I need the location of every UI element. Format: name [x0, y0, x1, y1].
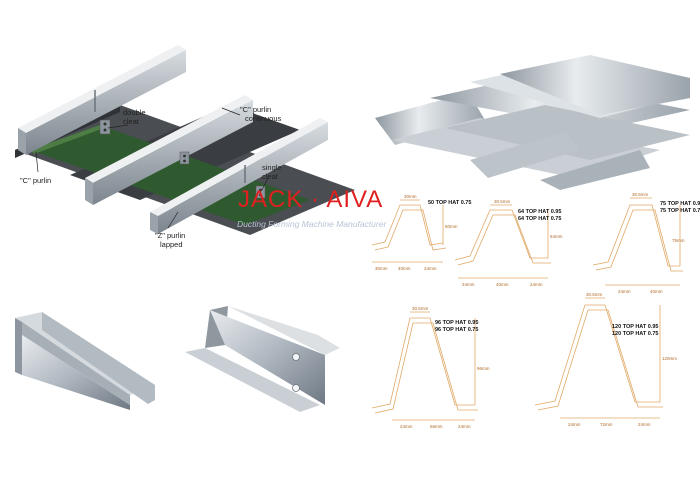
dim-label: 24mm: [458, 424, 471, 429]
dim-label: 40mm: [650, 289, 663, 294]
z-purlin-photo: [185, 306, 340, 412]
top-hat-75-profile: [592, 197, 683, 286]
top-hat-64-title-line2: 64 TOP HAT 0.75: [518, 216, 561, 222]
c-purlin-continuous-label-line1: "C" purlin: [240, 105, 271, 114]
c-purlin-continuous-label-line2: continuous: [245, 114, 282, 123]
top-hat-96-title-line2: 96 TOP HAT 0.75: [435, 327, 478, 333]
dimension-labels: 30mm 50mm 30mm 40mm 24mm 30.5mm 64mm 24m…: [375, 192, 685, 429]
single-cleat: [255, 185, 266, 199]
dim-label: 40mm: [398, 266, 411, 271]
c-purlin-continuous-label: "C" purlin continuous: [240, 105, 282, 123]
dim-label: 56mm: [430, 424, 443, 429]
dim-label: 24mm: [462, 282, 475, 287]
top-hat-120-title-line1: 120 TOP HAT 0.95: [612, 324, 658, 330]
dim-label: 30.5mm: [494, 199, 511, 204]
dim-label: 30.5mm: [586, 292, 603, 297]
z-purlin-lapped-label-line1: "Z" purlin: [155, 231, 185, 240]
single-cleat-label-line2: cleat: [262, 172, 279, 181]
c-purlin-label: "C" purlin: [20, 176, 51, 185]
top-hat-50-title: 50 TOP HAT 0.75: [428, 200, 471, 206]
dim-label: 64mm: [550, 234, 563, 239]
top-hat-75-title-line2: 75 TOP HAT 0.75: [660, 208, 700, 214]
top-hat-profiles: [371, 197, 683, 421]
top-hat-75-title-line1: 75 TOP HAT 0.95: [660, 201, 700, 207]
single-cleat-label-line1: single: [262, 163, 282, 172]
dim-label: 120mm: [662, 356, 677, 361]
dim-label: 72mm: [600, 422, 613, 427]
top-hat-50-profile: [371, 199, 447, 263]
dim-label: 75mm: [672, 238, 685, 243]
top-hat-64-profile: [454, 204, 551, 279]
c-purlin-continuous: [85, 95, 253, 205]
top-hat-75-title: 75 TOP HAT 0.95 75 TOP HAT 0.75: [660, 201, 700, 214]
double-cleat-label-line2: cleat: [123, 117, 140, 126]
dim-label: 96mm: [477, 366, 490, 371]
dim-label: 30mm: [375, 266, 388, 271]
top-hat-120-title: 120 TOP HAT 0.95 120 TOP HAT 0.75: [612, 324, 660, 337]
dim-label: 24mm: [618, 289, 631, 294]
dim-label: 24mm: [530, 282, 543, 287]
top-hat-96-title-line1: 96 TOP HAT 0.95: [435, 320, 478, 326]
z-purlin-lapped: [150, 118, 328, 234]
c-purlin-left: [18, 45, 186, 155]
top-hat-96-profile: [371, 311, 478, 421]
z-purlin-lapped-label-line2: lapped: [160, 240, 183, 249]
double-cleat-label-line1: double: [123, 108, 146, 117]
dim-label: 50mm: [445, 224, 458, 229]
brand-tagline: Ducting Forming Machine Manufacturer: [237, 219, 387, 229]
purlin-structure-diagram: double cleat "C" purlin continuous "C" p…: [15, 45, 355, 249]
single-cleat-label: single cleat: [262, 163, 284, 181]
dim-label: 40mm: [496, 282, 509, 287]
double-cleat: [99, 119, 111, 135]
top-hat-64-title-line1: 64 TOP HAT 0.95: [518, 209, 561, 215]
dim-label: 24mm: [400, 424, 413, 429]
top-hat-64-title: 64 TOP HAT 0.95 64 TOP HAT 0.75: [518, 209, 563, 222]
double-cleat-label: double cleat: [123, 108, 148, 126]
z-purlin-lapped-label: "Z" purlin lapped: [155, 231, 187, 249]
cleat: [179, 151, 190, 165]
top-hat-120-profile: [534, 297, 663, 419]
dim-label: 30.5mm: [632, 192, 649, 197]
green-deck: [30, 125, 310, 225]
c-channel-photo: [15, 312, 155, 410]
dim-label: 24mm: [638, 422, 651, 427]
dim-label: 30.5mm: [412, 306, 429, 311]
top-hat-120-title-line2: 120 TOP HAT 0.75: [612, 331, 658, 337]
top-hat-sheet-photo: [375, 55, 690, 190]
brand-logo-text: JACK · AIVA: [238, 186, 384, 213]
dim-label: 30mm: [404, 194, 417, 199]
dim-label: 24mm: [568, 422, 581, 427]
dim-label: 24mm: [424, 266, 437, 271]
top-hat-96-title: 96 TOP HAT 0.95 96 TOP HAT 0.75: [435, 320, 480, 333]
